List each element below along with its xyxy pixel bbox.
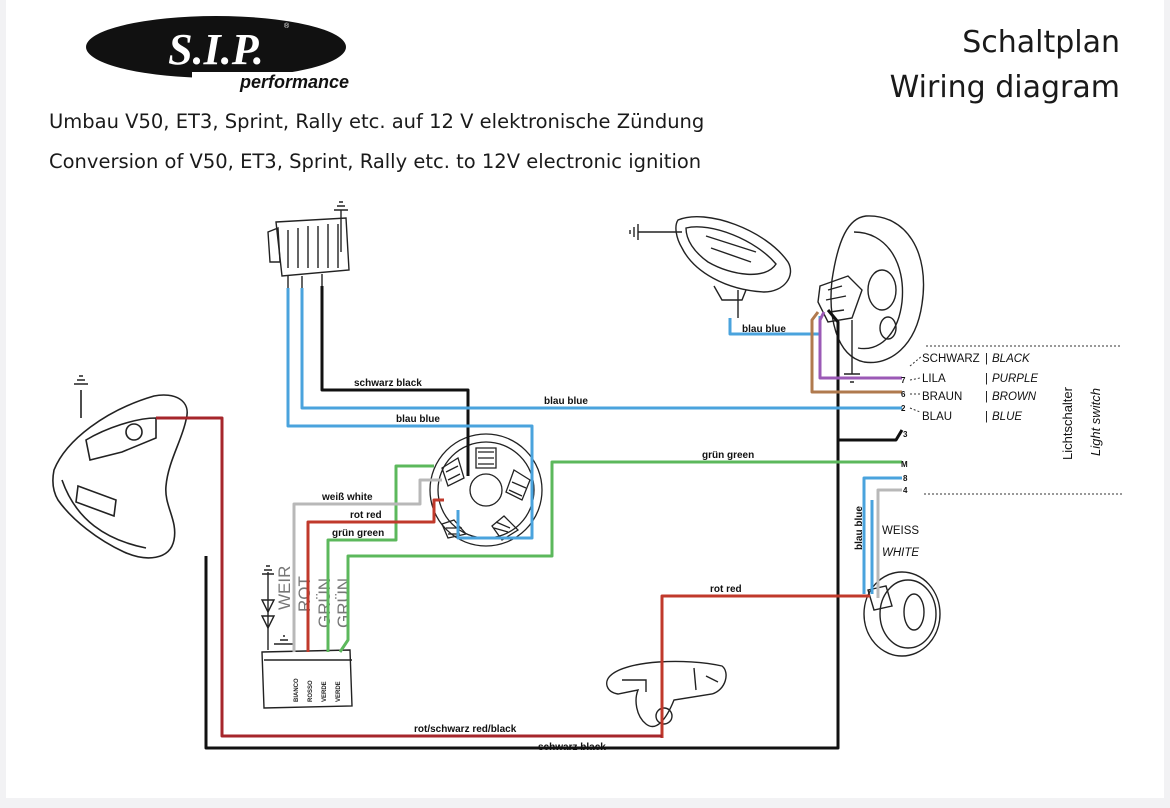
terminal-num-7: 7: [901, 376, 906, 385]
cdi-labels: BIANCO ROSSO VERDE VERDE: [294, 678, 342, 702]
wire-label-blau-blue-long: blau blue: [544, 396, 588, 407]
wire-label-schwarz-black-bottom: schwarz black: [538, 742, 606, 753]
terminal-num-2: 2: [901, 404, 906, 413]
wire-label-schwarz-black: schwarz black: [354, 378, 422, 389]
legend-de-braun: BRAUN: [922, 391, 962, 403]
label-lichtschalter: Lichtschalter: [1060, 386, 1075, 460]
wire-label-blau-blue-mid: blau blue: [396, 414, 440, 425]
legend-de-lila: LILA: [922, 373, 946, 385]
terminal-num-4: 4: [903, 486, 908, 495]
legend-separator-3: |: [985, 391, 988, 403]
wire-label-rot-schwarz: rot/schwarz red/black: [414, 724, 517, 735]
wire-black-regulator-stator: [320, 286, 470, 476]
wire-red-black-coil: [156, 416, 662, 738]
title-english: Wiring diagram: [889, 70, 1120, 105]
brake-switch: [606, 660, 727, 728]
legend-en-blue: BLUE: [992, 411, 1022, 423]
terminal-block: [909, 345, 1122, 495]
pin-label-grun-1: GRÜN: [315, 578, 334, 628]
stator-plate: [429, 433, 543, 547]
legend-separator-4: |: [985, 411, 988, 423]
wire-green-long: [338, 460, 902, 653]
wire-black-headlight: [826, 309, 840, 336]
sip-performance-logo: S.I.P. ® performance: [84, 14, 356, 94]
wire-label-blau-blue-vertical: blau blue: [854, 506, 865, 550]
ignition-coil: [52, 375, 188, 559]
svg-text:S.I.P.: S.I.P.: [168, 25, 264, 74]
wire-label-gruen-green: grün green: [702, 450, 754, 461]
terminal-num-6: 6: [901, 390, 906, 399]
subtitle-english: Conversion of V50, ET3, Sprint, Rally et…: [49, 150, 702, 173]
terminal-legend: 7 6 2 SCHWARZ LILA BRAUN BLAU | | | | BL…: [901, 353, 1038, 423]
terminal-num-m: M: [901, 460, 908, 469]
wire-purple: [818, 311, 902, 380]
legend-en-purple: PURPLE: [992, 373, 1038, 385]
label-light-switch: Light switch: [1088, 388, 1103, 456]
terminal-num-3: 3: [903, 430, 908, 439]
wire-white-stator: [292, 478, 442, 652]
wire-label-blau-blue-speedo: blau blue: [742, 324, 786, 335]
wire-label-weiss-white: weiß white: [321, 492, 373, 503]
wiring-diagram: BIANCO ROSSO VERDE VERDE WEIR ROT GRÜN G…: [52, 201, 1122, 753]
wire-blue-regulator-1: [286, 288, 534, 540]
label-weiss: WEISS: [882, 525, 919, 537]
wire-black-terminal-3: [836, 429, 904, 442]
legend-de-schwarz: SCHWARZ: [922, 353, 980, 365]
pin-label-grun-2: GRÜN: [334, 578, 353, 628]
regulator-pin-labels: WEIR ROT GRÜN GRÜN: [275, 566, 353, 628]
pin-label-weir: WEIR: [275, 566, 294, 610]
speedometer: [629, 216, 792, 318]
legend-en-black: BLACK: [992, 353, 1031, 365]
voltage-regulator: [267, 201, 350, 288]
wire-label-rot-red-stator: rot red: [350, 510, 382, 521]
wire-red-stator: [306, 498, 444, 652]
wire-blue-horn: [862, 476, 902, 594]
legend-separator-2: |: [985, 373, 988, 385]
cdi-unit: [260, 565, 353, 709]
cdi-label-verde-2: VERDE: [336, 681, 342, 702]
horn: [863, 571, 941, 657]
headlight: [817, 215, 925, 383]
cdi-label-verde-1: VERDE: [322, 681, 328, 702]
wire-label-gruen-green-stator: grün green: [332, 528, 384, 539]
title-german: Schaltplan: [962, 25, 1120, 60]
wire-black-main: [204, 336, 840, 750]
wire-white-horn: [876, 488, 902, 598]
pin-label-rot: ROT: [295, 576, 314, 612]
page: S.I.P. ® performance Schaltplan Wiring d…: [6, 0, 1164, 798]
legend-en-brown: BROWN: [992, 391, 1037, 403]
subtitle-german: Umbau V50, ET3, Sprint, Rally etc. auf 1…: [49, 110, 705, 133]
svg-text:performance: performance: [239, 72, 349, 92]
header-titles: Schaltplan Wiring diagram: [890, 20, 1120, 110]
legend-separator-1: |: [985, 353, 988, 365]
legend-de-blau: BLAU: [922, 411, 952, 423]
wire-label-rot-red-horn: rot red: [710, 584, 742, 595]
wire-blue-regulator-2: [300, 288, 902, 410]
wire-red-horn: [660, 594, 870, 738]
terminal-num-8: 8: [903, 474, 908, 483]
cdi-label-bianco: BIANCO: [294, 678, 300, 702]
cdi-label-rosso: ROSSO: [308, 680, 314, 702]
wire-brown: [810, 311, 902, 394]
wire-green-stator: [326, 464, 434, 652]
svg-text:®: ®: [284, 22, 290, 30]
label-white: WHITE: [882, 547, 919, 559]
